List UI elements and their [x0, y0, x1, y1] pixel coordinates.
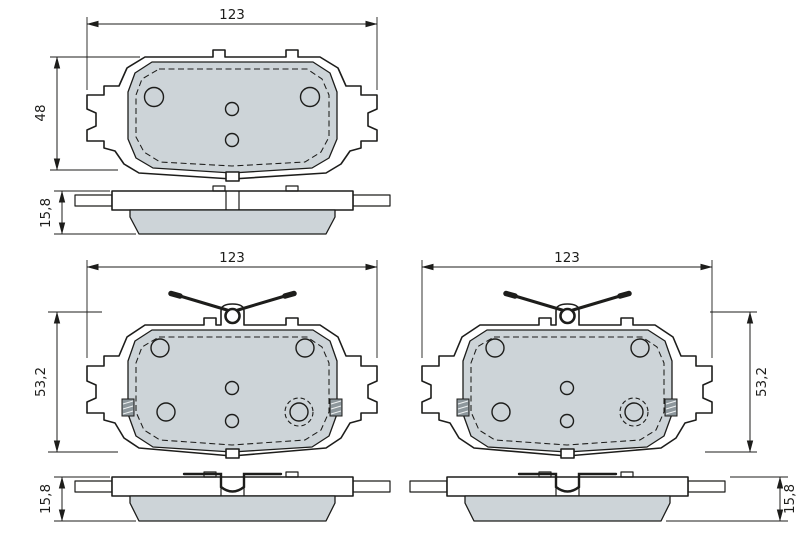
dimension-thickness-pad-b: 15,8: [38, 476, 136, 522]
dimension-label-width-c: 123: [554, 250, 580, 266]
dimension-width-pad-b: 123: [86, 250, 378, 358]
center-hole-upper: [224, 101, 240, 117]
pad-c-profile-view: [408, 470, 727, 523]
top-lug-right: [285, 185, 299, 192]
view-pad-b: 123 53,2 15,8: [33, 250, 392, 523]
profile-pad-a: [74, 185, 391, 235]
dimension-label-thickness-c: 15,8: [782, 484, 798, 514]
top-lug-left: [212, 185, 226, 192]
plate-arm-left: [74, 194, 113, 207]
bottom-lug: [225, 171, 240, 182]
dimension-label-width-a: 123: [219, 7, 245, 23]
dimension-label-height-c: 53,2: [754, 367, 770, 397]
friction-material-profile: [129, 209, 336, 235]
dimension-thickness-pad-a: 15,8: [38, 190, 136, 235]
dimension-height-pad-b: 53,2: [33, 311, 118, 453]
friction-material: [127, 61, 338, 174]
backing-plate-edge: [111, 190, 354, 211]
friction-chamfer-dashed-line: [135, 68, 330, 167]
dimension-height-pad-c: 53,2: [705, 311, 770, 453]
guide-hole: [143, 86, 165, 108]
plate-arm-right: [352, 194, 391, 207]
dimension-label-height-b: 53,2: [33, 367, 49, 397]
dimension-label-width-b: 123: [219, 250, 245, 266]
dimension-width-pad-c: 123: [421, 250, 713, 358]
dimension-width-pad-a: 123: [86, 7, 378, 90]
center-hole-lower: [224, 132, 240, 148]
dimension-label-thickness-a: 15,8: [38, 198, 54, 228]
pad-b-profile-view: [73, 470, 392, 523]
guide-hole: [299, 86, 321, 108]
pad-c-front-view: [422, 294, 712, 459]
pad-b-front-view: [87, 294, 377, 459]
dimension-label-height-a: 48: [33, 104, 49, 121]
dimension-height-pad-a: 48: [33, 56, 140, 171]
view-pad-a: 123 48 15,8: [33, 7, 391, 235]
dimension-label-thickness-b: 15,8: [38, 484, 54, 514]
dimension-thickness-pad-c: 15,8: [666, 476, 798, 522]
view-pad-c: 123 53,2 15,8: [408, 250, 798, 523]
